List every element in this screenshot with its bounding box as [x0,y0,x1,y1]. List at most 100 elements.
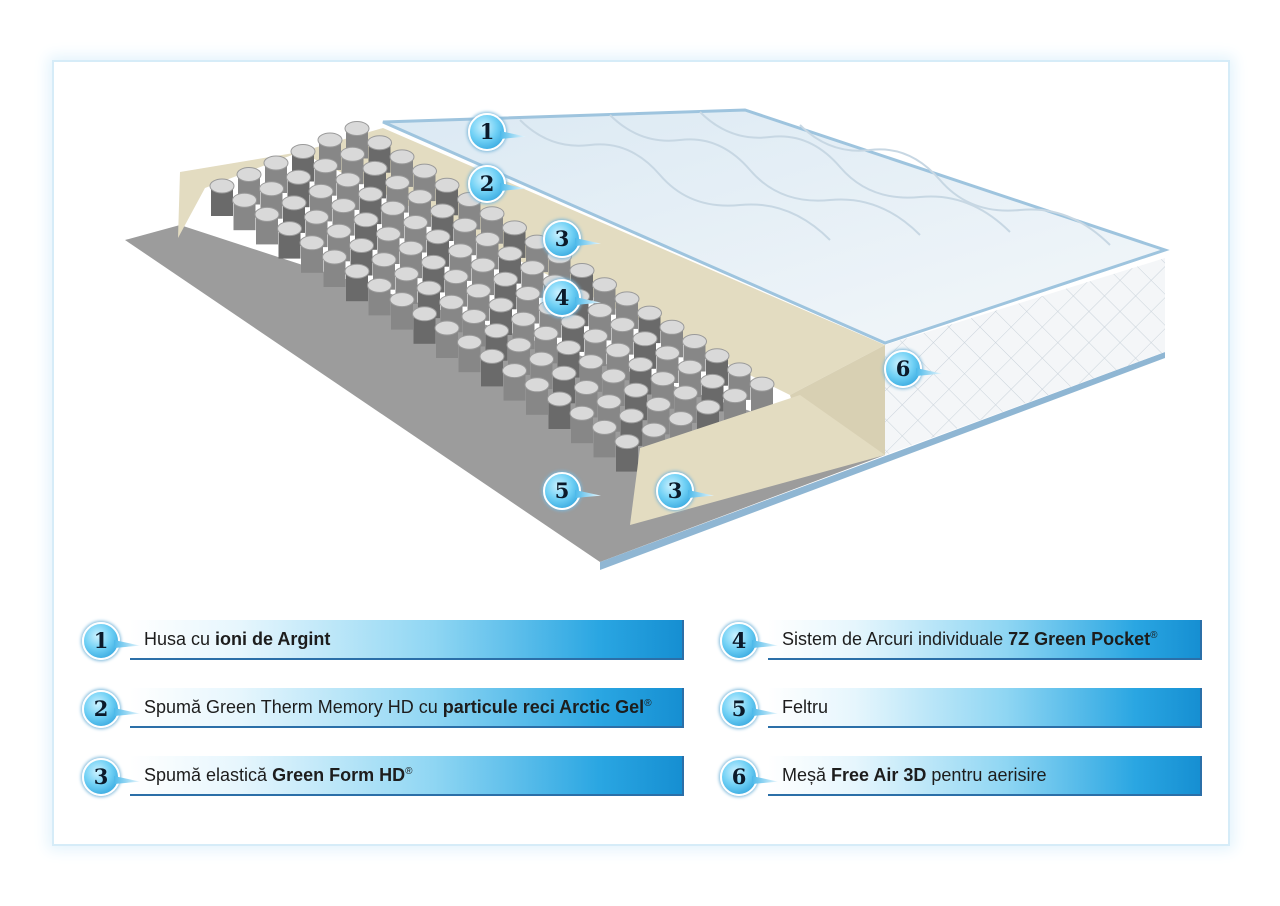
spring-top [700,373,725,389]
legend-bar [130,756,684,796]
spring-pocket [526,384,548,415]
spring-top [578,354,604,370]
legend-item: 2 Spumă Green Therm Memory HD cu particu… [72,688,684,728]
spring-pocket [503,370,526,401]
spring-top [704,348,730,364]
callout-number: 3 [667,478,683,503]
callout-pointer [114,708,140,716]
spring-top [619,408,644,424]
callout-pointer [688,490,714,498]
spring-top [263,155,289,171]
spring-top [592,419,617,435]
spring-top [614,291,640,307]
spring-top [668,411,694,427]
callout-pointer [500,131,526,139]
spring-top [493,271,518,287]
callout-pointer [500,183,526,191]
spring-top [632,331,658,347]
spring-top [389,149,415,165]
spring-top [299,235,325,251]
legend-number-badge: 2 [82,690,140,728]
cover-wave [799,124,1111,246]
legend-text-bold: Free Air 3D [831,765,927,785]
spring-top [367,135,392,151]
spring-top [547,391,572,407]
spring-top [524,377,550,393]
spring-top [628,357,653,372]
callout-pointer [752,640,778,648]
legend-text-regular: Spumă Green Therm Memory HD cu [144,697,443,717]
legend-item: 1 Husa cu ioni de Argint [72,620,684,660]
spring-top [326,223,352,239]
legend-bar [768,620,1202,660]
spring-pocket [548,399,571,429]
legend-text-after: pentru aerisire [926,765,1047,785]
cover-wave [519,119,831,241]
spring-top [727,362,752,378]
spring-top [574,380,599,395]
spring-pocket [616,441,638,472]
spring-top [470,257,496,273]
callout-pointer [752,708,778,716]
spring-top [434,177,460,193]
spring-top [452,217,478,233]
cover-wave [609,114,921,236]
spring-top [335,172,361,188]
spring-top [304,209,329,225]
spring-top [475,231,500,247]
callout-5: 5 [543,472,601,510]
callout-3-side: 3 [656,472,714,510]
spring-top [502,363,527,379]
spring-top [623,382,649,398]
legend-number-badge: 4 [720,622,778,660]
spring-top [236,167,262,182]
spring-top [520,260,545,276]
legend-text-bold: Green Form HD [272,765,406,785]
spring-pocket [256,214,278,245]
legend-number: 2 [93,696,109,721]
spring-top [569,263,595,278]
spring-top [281,195,307,211]
spring-top [614,434,640,450]
spring-top [439,294,464,310]
spring-top [610,317,635,333]
callout-6: 6 [884,350,942,388]
spring-top [448,243,473,259]
legend-text-regular: Meșă [782,765,832,785]
callout-number: 6 [895,356,911,381]
spring-top [385,175,410,191]
base-strip [600,352,1165,570]
spring-top [407,189,433,205]
spring-pocket [323,257,346,287]
spring-top [394,266,419,282]
callout-number: 5 [554,478,570,503]
spring-top [443,269,469,285]
spring-top [290,144,316,159]
legend-text: Feltru [782,697,828,718]
top-cover [382,108,1170,345]
spring-pocket [571,413,593,444]
spring-pocket [368,285,391,316]
cover-wave [699,111,1011,233]
spring-top [479,206,505,222]
legend-text-bold: particule reci Arctic Gel [442,697,645,717]
spring-top [313,158,338,174]
spring-top [596,394,622,410]
spring-top [277,221,302,237]
legend-text-bold: 7Z Green Pocket [1008,629,1151,649]
spring-top [601,368,626,384]
legend-text: Meșă Free Air 3D pentru aerisire [782,765,1046,786]
callout-pointer [916,368,942,376]
legend-number: 6 [731,764,747,789]
spring-pocket [391,299,413,330]
spring-top [425,229,451,245]
legend-bar [768,756,1202,796]
legend-text: Spumă elastică Green Form HD® [144,765,412,786]
spring-top [533,325,559,341]
spring-pocket [458,342,481,373]
legend-number-badge: 6 [720,758,778,796]
mesh-side-panel [885,258,1165,455]
spring-top [259,181,284,197]
spring-top [466,283,491,299]
spring-pocket [413,313,436,344]
